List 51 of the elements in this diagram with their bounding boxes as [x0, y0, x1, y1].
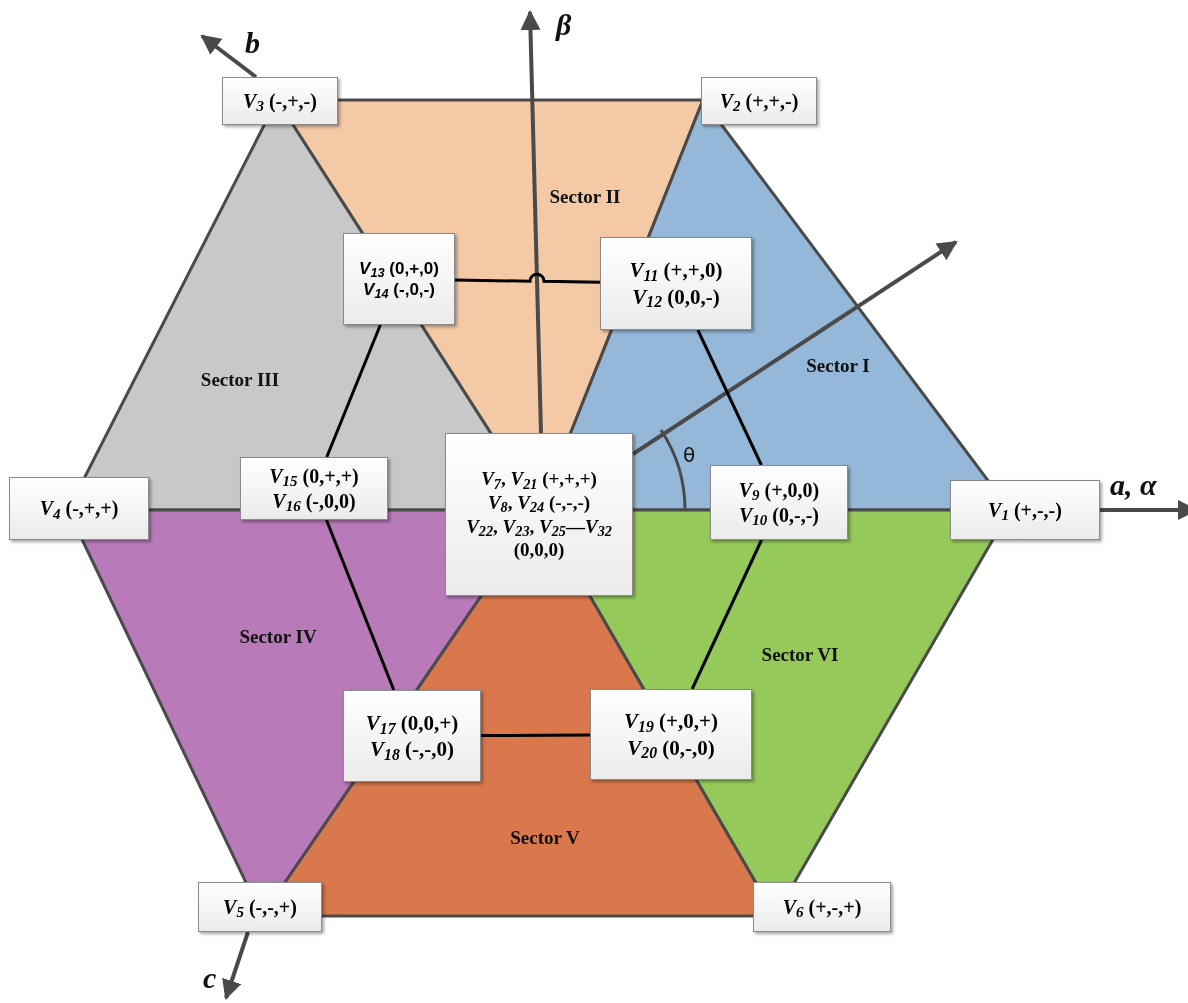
- connector-line: [696, 329, 763, 466]
- vector-label: V$_{5}$ (-,-,+): [223, 894, 297, 920]
- vector-label: V$_{4}$ (-,+,+): [39, 496, 119, 521]
- vector-box: [753, 882, 891, 932]
- vector-label: V$_{19}$ (+,0,+): [624, 708, 718, 735]
- vector-box: [343, 690, 481, 782]
- axis-label: c: [203, 960, 217, 996]
- vector-label: V$_{17}$ (0,0,+): [365, 709, 459, 736]
- sector-label: Sector II: [549, 184, 621, 209]
- connector-line: [454, 272, 601, 284]
- vector-label: V$_{9}$ (+,0,0): [738, 477, 820, 503]
- vector-box: [701, 77, 817, 125]
- vector-label: V$_{11}$ (+,+,0): [629, 257, 723, 284]
- vector-box: [240, 457, 388, 520]
- vector-label: V$_{16}$ (-,0,0): [272, 488, 356, 514]
- vector-label: V$_{3}$ (-,+,-): [243, 88, 317, 114]
- vector-label: V$_{15}$ (0,+,+): [269, 463, 359, 489]
- vector-label: V$_{7}$, V$_{21}$ (+,+,+): [481, 467, 597, 491]
- vector-label: V$_{1}$ (+,-,-): [988, 497, 1062, 523]
- vector-box: [950, 480, 1100, 540]
- connector-line: [325, 519, 396, 691]
- connector-line: [325, 324, 382, 458]
- sector-label: Sector III: [200, 367, 280, 392]
- vector-label: V$_{10}$ (0,-,-): [739, 502, 819, 528]
- vector-box: [9, 477, 149, 540]
- sector-label: Sector VI: [761, 642, 839, 667]
- vector-box: [222, 77, 338, 125]
- axis-label: b: [245, 25, 260, 61]
- sector-label: Sector V: [510, 825, 580, 850]
- sector-label: Sector I: [806, 353, 870, 378]
- axis-label: β: [556, 7, 572, 43]
- vector-label: V$_{14}$ (-,0,-): [363, 279, 435, 301]
- vector-label: V$_{2}$ (+,+,-): [719, 88, 799, 114]
- vector-label: V$_{22}$, V$_{23}$, V$_{25}$—V$_{32}$ (0,0,0): [465, 514, 613, 562]
- vector-box: [600, 237, 752, 330]
- connector-line: [481, 733, 590, 738]
- vector-label: V$_{6}$ (+,-,+): [782, 894, 862, 920]
- vector-box: [198, 882, 322, 932]
- vector-label: V$_{12}$ (0,0,-): [632, 283, 720, 310]
- axis-label: a, α: [1110, 467, 1157, 503]
- sector-label: Sector IV: [239, 624, 317, 649]
- angle-label: θ: [683, 442, 696, 469]
- vector-box: [343, 233, 455, 325]
- connector-line: [690, 539, 763, 690]
- vector-box: [590, 689, 752, 780]
- vector-box: [445, 433, 633, 596]
- vector-box: [710, 465, 848, 540]
- vector-label: V$_{20}$ (0,-,0): [627, 734, 715, 761]
- vector-label: V$_{18}$ (-,-,0): [370, 736, 454, 763]
- vector-label: V$_{13}$ (0,+,0): [359, 257, 439, 279]
- vector-label: V$_{8}$, V$_{24}$ (-,-,-): [487, 490, 591, 515]
